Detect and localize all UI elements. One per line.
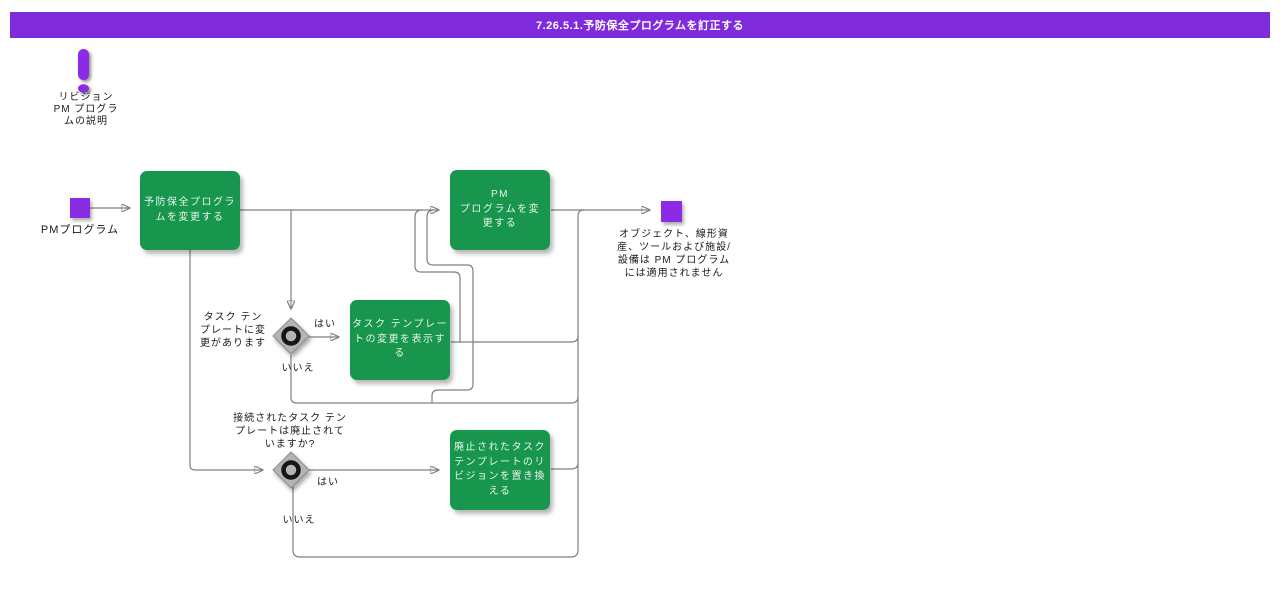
- edge-decision1-no-to-merge: [290, 355, 579, 404]
- exclamation-icon: [78, 49, 89, 93]
- decision2-yes-label: はい: [317, 477, 339, 488]
- decision1-gateway[interactable]: [267, 312, 315, 360]
- decision2-gateway[interactable]: [267, 446, 315, 494]
- annotation-text: リビジョン PM プログラ ムの説明: [53, 92, 119, 127]
- task-change-pm-program[interactable]: PM プログラムを変 更する: [450, 170, 550, 250]
- decision2-no-label: いいえ: [282, 515, 316, 526]
- edge-trunk-decision2-no: [292, 209, 585, 558]
- decision2-label: 接続されたタスク テン プレートは廃止されて いますか?: [233, 413, 347, 450]
- task-change-pm-program-label: PM プログラムを変 更する: [459, 189, 541, 230]
- task-show-template-changes[interactable]: タスク テンプレー トの変更を表示す る: [350, 300, 450, 380]
- task-replace-revision-label: 廃止されたタスク テンプレートのリ ビジョンを置き換 える: [454, 442, 546, 497]
- edge-show-changes-out: [451, 335, 579, 343]
- decision1-label: タスク テン プレートに変 更があります: [200, 312, 266, 349]
- title-bar: 7.26.5.1.予防保全プログラムを訂正する: [10, 12, 1270, 38]
- page-title: 7.26.5.1.予防保全プログラムを訂正する: [536, 20, 744, 32]
- task-change-pm-program-main-label: 予防保全プログラ ムを変更する: [144, 197, 236, 223]
- end-node-note: オブジェクト、線形資 産、ツールおよび施設/ 設備は PM プログラム には適用…: [617, 229, 731, 279]
- edge-feeder-no-branch-to-change-pm: [426, 209, 474, 403]
- start-node-label: PMプログラム: [40, 224, 120, 236]
- edge-replace-revision-out: [551, 462, 579, 470]
- decision1-yes-label: はい: [314, 319, 336, 330]
- task-replace-revision[interactable]: 廃止されたタスク テンプレートのリ ビジョンを置き換 える: [450, 430, 550, 510]
- task-show-template-changes-label: タスク テンプレー トの変更を表示す る: [352, 319, 448, 360]
- edge-feeder-show-changes-to-change-pm: [414, 209, 461, 342]
- decision1-no-label: いいえ: [281, 363, 315, 374]
- start-node[interactable]: [70, 198, 90, 218]
- edge-change-pm-main-to-decision2: [189, 250, 263, 470]
- end-node[interactable]: [661, 201, 682, 222]
- task-change-pm-program-main[interactable]: 予防保全プログラ ムを変更する: [140, 171, 240, 250]
